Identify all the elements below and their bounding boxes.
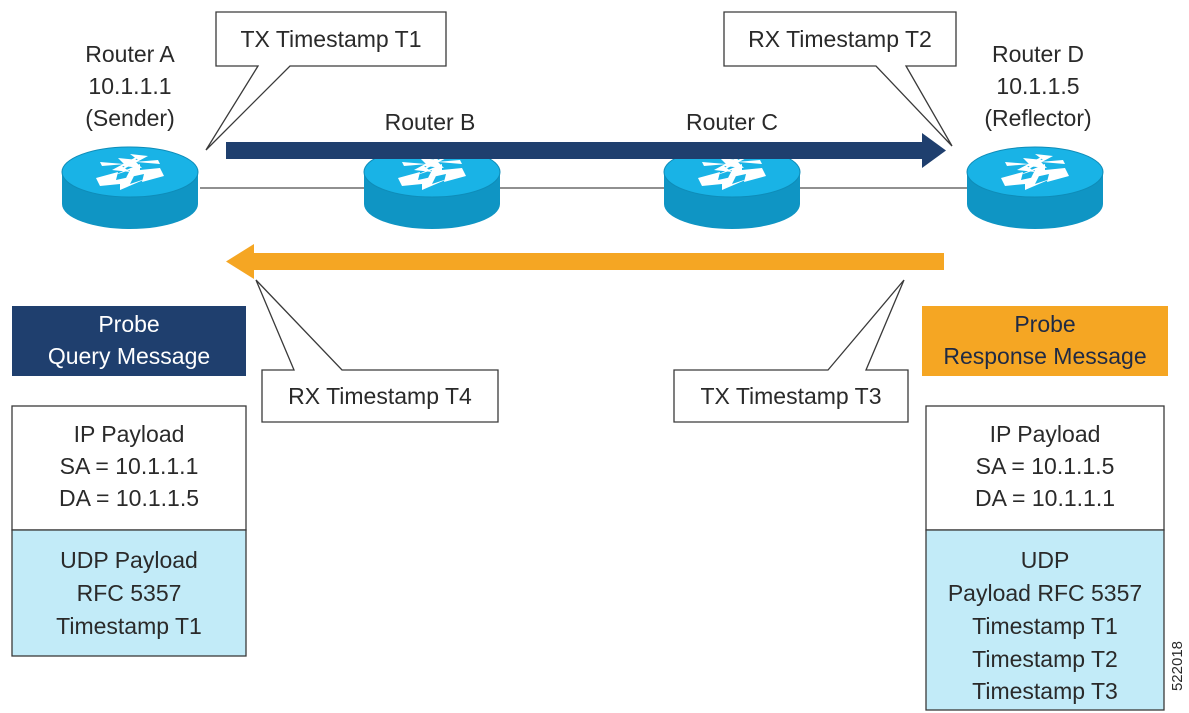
query-title-line-2: Query Message — [48, 343, 210, 369]
router-a-role: (Sender) — [85, 105, 174, 131]
callout-tx-t1: TX Timestamp T1 — [205, 11, 447, 151]
router-a-icon — [61, 146, 199, 230]
router-d-ip: 10.1.1.5 — [996, 73, 1079, 99]
forward-arrow — [226, 133, 946, 168]
callout-rx-t2: RX Timestamp T2 — [723, 11, 957, 147]
router-b-name: Router B — [385, 109, 476, 135]
router-a-ip: 10.1.1.1 — [88, 73, 171, 99]
return-arrow — [226, 244, 944, 279]
query-packet: IP Payload SA = 10.1.1.1 DA = 10.1.1.5 U… — [11, 405, 247, 657]
callout-rx-t4: RX Timestamp T4 — [255, 279, 499, 423]
router-b-icon — [363, 146, 501, 230]
response-ip-line-2: SA = 10.1.1.5 — [976, 453, 1115, 479]
response-title-line-1: Probe — [1014, 311, 1075, 337]
response-title-line-2: Response Message — [943, 343, 1146, 369]
query-udp-line-1: UDP Payload — [60, 547, 198, 573]
query-ip-line-1: IP Payload — [74, 421, 185, 447]
callout-tx-t3-text: TX Timestamp T3 — [700, 383, 881, 409]
figure-id: 522018 — [1169, 641, 1186, 691]
router-c-icon — [663, 146, 801, 230]
query-udp-line-3: Timestamp T1 — [56, 613, 202, 639]
query-title-box: Probe Query Message — [12, 306, 246, 376]
callout-rx-t4-text: RX Timestamp T4 — [288, 383, 472, 409]
callout-tx-t1-text: TX Timestamp T1 — [240, 26, 421, 52]
response-packet: IP Payload SA = 10.1.1.5 DA = 10.1.1.1 U… — [925, 405, 1165, 711]
response-ip-line-1: IP Payload — [990, 421, 1101, 447]
query-title-line-1: Probe — [98, 311, 159, 337]
router-d-icon — [966, 146, 1104, 230]
callout-tx-t3: TX Timestamp T3 — [673, 279, 909, 423]
response-udp-line-2: Payload RFC 5357 — [948, 580, 1142, 606]
query-ip-line-3: DA = 10.1.1.5 — [59, 485, 199, 511]
router-d-role: (Reflector) — [984, 105, 1091, 131]
router-a-name: Router A — [85, 41, 175, 67]
router-c-name: Router C — [686, 109, 778, 135]
query-udp-line-2: RFC 5357 — [77, 580, 182, 606]
response-ip-line-3: DA = 10.1.1.1 — [975, 485, 1115, 511]
response-title-box: Probe Response Message — [922, 306, 1168, 376]
response-udp-line-3: Timestamp T1 — [972, 613, 1118, 639]
response-udp-line-4: Timestamp T2 — [972, 646, 1118, 672]
callout-rx-t2-text: RX Timestamp T2 — [748, 26, 932, 52]
response-udp-line-1: UDP — [1021, 547, 1070, 573]
response-udp-line-5: Timestamp T3 — [972, 678, 1118, 704]
query-ip-line-2: SA = 10.1.1.1 — [60, 453, 199, 479]
router-d-name: Router D — [992, 41, 1084, 67]
